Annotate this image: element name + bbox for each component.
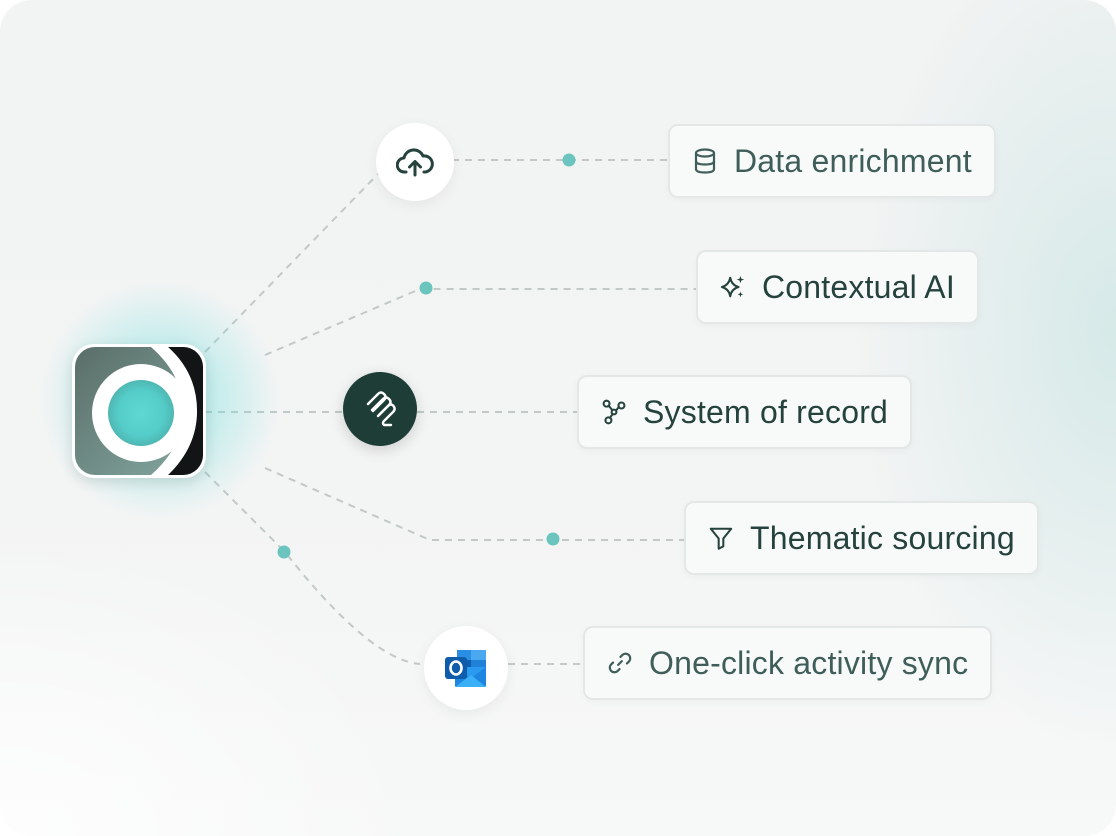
connector-to-contextual-ai xyxy=(264,288,696,356)
feature-label: System of record xyxy=(643,393,889,430)
cloud-upload-node xyxy=(376,123,454,201)
connector-dot xyxy=(562,153,576,167)
feature-thematic-sourcing: Thematic sourcing xyxy=(684,501,1039,575)
outlook-node xyxy=(424,626,508,710)
connector-dot xyxy=(419,281,433,295)
feature-system-of-record: System of record xyxy=(577,375,913,449)
feature-label: Contextual AI xyxy=(762,268,955,305)
database-icon xyxy=(692,148,718,174)
filter-icon xyxy=(708,525,734,551)
notion-style-app-node xyxy=(343,372,417,446)
link-icon xyxy=(607,650,633,676)
feature-data-enrichment: Data enrichment xyxy=(668,124,996,198)
connector-to-thematic-sourcing xyxy=(264,467,684,541)
feature-label: Data enrichment xyxy=(734,142,972,179)
feature-contextual-ai: Contextual AI xyxy=(696,250,979,324)
app-logo-icon xyxy=(72,344,206,478)
outlook-icon xyxy=(445,650,486,687)
connector-dot xyxy=(546,532,560,546)
feature-label: Thematic sourcing xyxy=(750,519,1015,556)
sparkles-icon xyxy=(720,274,746,300)
notion-style-app-icon xyxy=(366,391,396,427)
cloud-upload-icon xyxy=(396,148,434,177)
feature-one-click-activity-sync: One-click activity sync xyxy=(583,626,993,700)
connector-dot xyxy=(277,545,291,559)
connector-to-outlook xyxy=(204,471,421,665)
graph-nodes-icon xyxy=(601,399,627,425)
feature-label: One-click activity sync xyxy=(649,644,969,681)
